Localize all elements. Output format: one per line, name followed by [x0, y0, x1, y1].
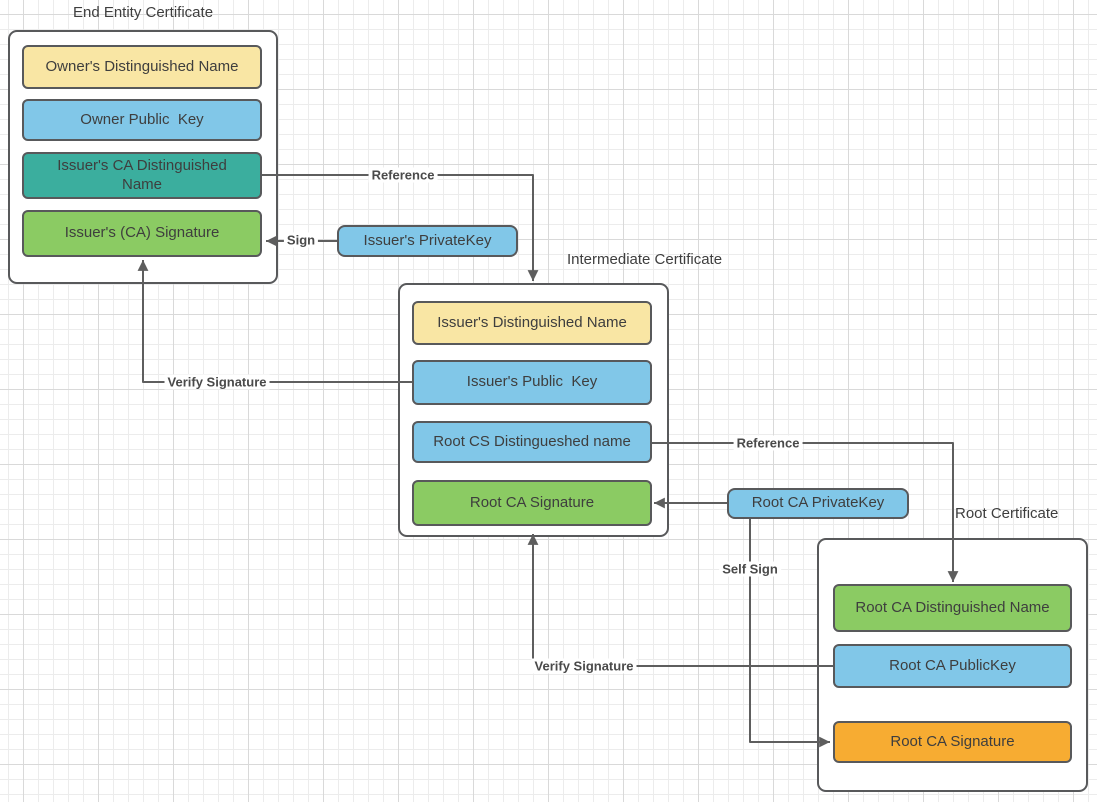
root-certificate-title: Root Certificate [955, 505, 1059, 522]
issuers-ca-distinguished-name-label: Issuer's CA Distinguished Name [57, 156, 231, 193]
root-ca-signature-root-label: Root CA Signature [890, 732, 1015, 750]
self-sign-label: Self Sign [719, 561, 781, 577]
end-entity-certificate-title: End Entity Certificate [72, 4, 214, 21]
sign-label: Sign [283, 232, 319, 248]
root-ca-signature-root-box: Root CA Signature [833, 721, 1072, 763]
verify-signature-label-2: Verify Signature [531, 658, 637, 674]
root-ca-privatekey-label: Root CA PrivateKey [751, 494, 885, 512]
issuers-distinguished-name-label: Issuer's Distinguished Name [437, 313, 627, 331]
root-ca-publickey-label: Root CA PublicKey [889, 656, 1016, 674]
issuers-public-key-box: Issuer's Public Key [412, 360, 652, 405]
intermediate-certificate-title: Intermediate Certificate [567, 251, 723, 268]
root-ca-signature-intermediate-label: Root CA Signature [469, 493, 595, 511]
root-cs-distingueshed-name-label: Root CS Distingueshed name [433, 432, 631, 450]
owner-public-key-box: Owner Public Key [22, 99, 262, 141]
issuers-ca-distinguished-name-box: Issuer's CA Distinguished Name [22, 152, 262, 199]
owners-distinguished-name-label: Owner's Distinguished Name [45, 57, 239, 75]
reference-label-1: Reference [368, 167, 438, 183]
root-cs-distingueshed-name-box: Root CS Distingueshed name [412, 421, 652, 463]
root-ca-privatekey-box: Root CA PrivateKey [727, 488, 909, 519]
issuers-privatekey-label: Issuer's PrivateKey [363, 231, 492, 249]
owner-public-key-label: Owner Public Key [80, 110, 204, 128]
issuers-ca-signature-box: Issuer's (CA) Signature [22, 210, 262, 257]
verify-signature-label-1: Verify Signature [164, 374, 270, 390]
owners-distinguished-name-box: Owner's Distinguished Name [22, 45, 262, 89]
wire-verify-signature-2 [527, 534, 833, 667]
issuers-privatekey-box: Issuer's PrivateKey [337, 225, 518, 257]
root-ca-distinguished-name-label: Root CA Distinguished Name [855, 598, 1050, 616]
root-ca-signature-intermediate-box: Root CA Signature [412, 480, 652, 526]
root-ca-distinguished-name-box: Root CA Distinguished Name [833, 584, 1072, 632]
issuers-public-key-label: Issuer's Public Key [466, 373, 598, 391]
issuers-ca-signature-label: Issuer's (CA) Signature [64, 224, 220, 242]
root-ca-publickey-box: Root CA PublicKey [833, 644, 1072, 688]
reference-label-2: Reference [733, 435, 803, 451]
issuers-distinguished-name-box: Issuer's Distinguished Name [412, 301, 652, 345]
